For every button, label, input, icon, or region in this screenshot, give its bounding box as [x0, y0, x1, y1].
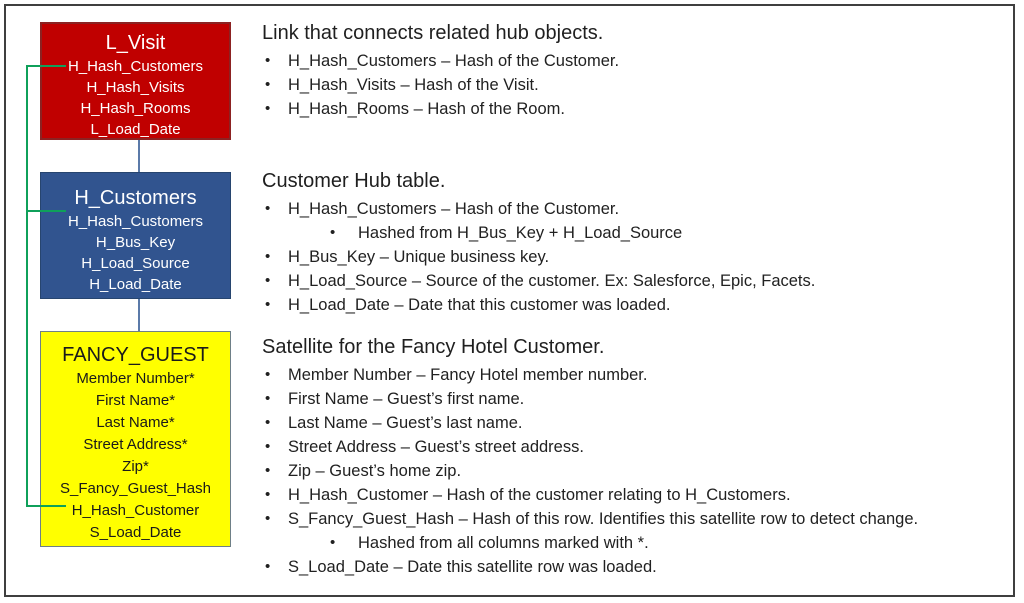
- bullet-item: First Name – Guest’s first name.: [262, 387, 1014, 411]
- entity-field: H_Hash_Customers: [67, 213, 204, 230]
- section-heading: Link that connects related hub objects.: [262, 22, 604, 44]
- bullet-item: H_Hash_Customers – Hash of the Customer.: [262, 49, 1014, 73]
- entity-field: H_Hash_Customers: [67, 58, 204, 75]
- bullet-item-sub: Hashed from H_Bus_Key + H_Load_Source: [262, 221, 1014, 245]
- entity-field: Street Address*: [83, 436, 188, 453]
- entity-field: Last Name*: [96, 414, 175, 431]
- bullet-item: H_Load_Date – Date that this customer wa…: [262, 293, 1014, 317]
- entity-title: FANCY_GUEST: [62, 344, 209, 366]
- entity-field: S_Fancy_Guest_Hash: [60, 480, 211, 497]
- entity-field: H_Load_Date: [89, 276, 182, 293]
- connector-hcustomers-to-fancyguest: [138, 299, 140, 331]
- entity-title: L_Visit: [105, 32, 166, 54]
- entity-box-fancy-guest: FANCY_GUEST Member Number* First Name* L…: [40, 331, 231, 547]
- entity-field: H_Hash_Customer: [71, 502, 200, 519]
- bullet-item: Member Number – Fancy Hotel member numbe…: [262, 363, 1014, 387]
- entity-box-h-customers: H_Customers H_Hash_Customers H_Bus_Key H…: [40, 172, 231, 299]
- bullet-item: H_Hash_Customer – Hash of the customer r…: [262, 483, 1014, 507]
- section-satellite-description: Satellite for the Fancy Hotel Customer. …: [262, 334, 1014, 579]
- entity-field: Member Number*: [76, 370, 195, 387]
- connector-hash-stub-lvisit: [26, 65, 66, 67]
- entity-title: H_Customers: [74, 187, 197, 209]
- connector-hash-stub-hcustomers: [26, 210, 66, 212]
- bullet-item: H_Hash_Customers – Hash of the Customer.: [262, 197, 1014, 221]
- bullet-list: Member Number – Fancy Hotel member numbe…: [262, 363, 1014, 579]
- bullet-list: H_Hash_Customers – Hash of the Customer.…: [262, 49, 1014, 121]
- bullet-item: H_Load_Source – Source of the customer. …: [262, 269, 1014, 293]
- connector-hash-stub-fancyguest: [26, 505, 66, 507]
- bullet-item: H_Hash_Rooms – Hash of the Room.: [262, 97, 1014, 121]
- section-link-description: Link that connects related hub objects. …: [262, 20, 1014, 121]
- bullet-item: Street Address – Guest’s street address.: [262, 435, 1014, 459]
- entity-field: First Name*: [95, 392, 176, 409]
- section-hub-description: Customer Hub table. H_Hash_Customers – H…: [262, 168, 1014, 317]
- entity-field: S_Load_Date: [89, 524, 182, 541]
- bullet-item: Last Name – Guest’s last name.: [262, 411, 1014, 435]
- section-heading: Satellite for the Fancy Hotel Customer.: [262, 336, 605, 358]
- bullet-item-sub: Hashed from all columns marked with *.: [262, 531, 1014, 555]
- entity-box-l-visit: L_Visit H_Hash_Customers H_Hash_Visits H…: [40, 22, 231, 140]
- entity-field: H_Hash_Visits: [86, 79, 185, 96]
- entity-field: Zip*: [122, 458, 149, 475]
- bullet-item: H_Hash_Visits – Hash of the Visit.: [262, 73, 1014, 97]
- bullet-item: S_Fancy_Guest_Hash – Hash of this row. I…: [262, 507, 1014, 531]
- bullet-item: H_Bus_Key – Unique business key.: [262, 245, 1014, 269]
- bullet-item: S_Load_Date – Date this satellite row wa…: [262, 555, 1014, 579]
- bullet-list: H_Hash_Customers – Hash of the Customer.…: [262, 197, 1014, 317]
- entity-field: L_Load_Date: [90, 121, 181, 138]
- connector-hash-vertical-line: [26, 65, 28, 507]
- section-heading: Customer Hub table.: [262, 170, 446, 192]
- entity-field: H_Load_Source: [81, 255, 190, 272]
- bullet-item: Zip – Guest’s home zip.: [262, 459, 1014, 483]
- entity-field: H_Hash_Rooms: [80, 100, 191, 117]
- connector-lvisit-to-hcustomers: [138, 140, 140, 172]
- entity-field: H_Bus_Key: [95, 234, 176, 251]
